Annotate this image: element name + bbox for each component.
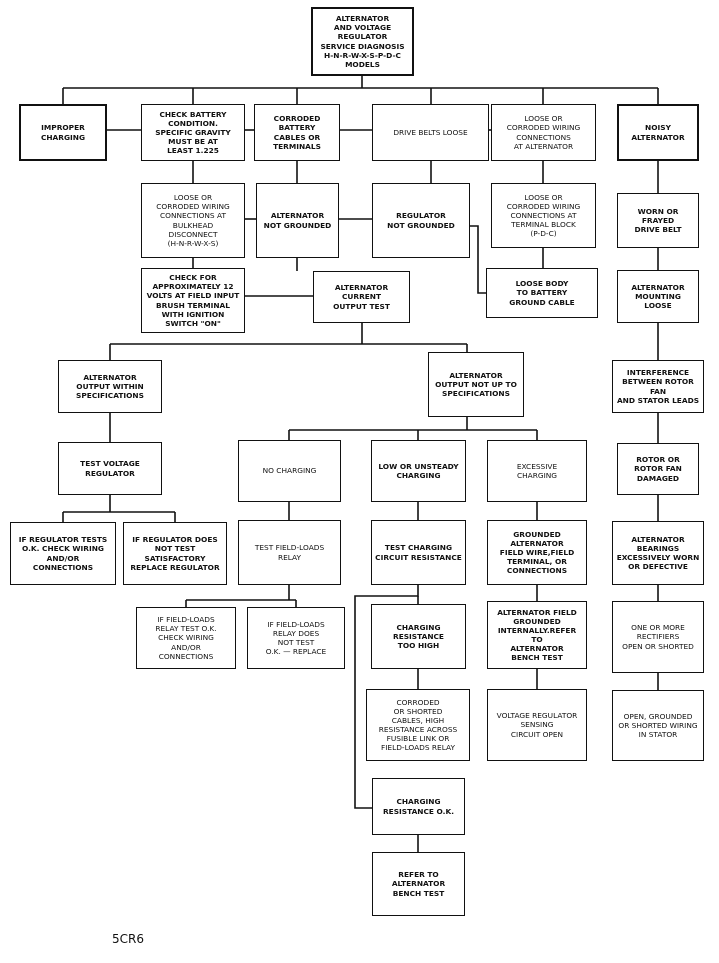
node-current-output-test: ALTERNATOR CURRENT OUTPUT TEST bbox=[313, 271, 410, 323]
node-regulator-not-satisfactory: IF REGULATOR DOES NOT TEST SATISFACTORY … bbox=[123, 522, 227, 585]
node-wiring-alternator: LOOSE OR CORRODED WIRING CONNECTIONS AT … bbox=[491, 104, 596, 161]
connector bbox=[470, 225, 486, 294]
node-bearings-worn: ALTERNATOR BEARINGS EXCESSIVELY WORN OR … bbox=[612, 521, 704, 585]
node-vr-sensing-open: VOLTAGE REGULATOR SENSING CIRCUIT OPEN bbox=[487, 689, 587, 761]
node-resistance-too-high: CHARGING RESISTANCE TOO HIGH bbox=[371, 604, 466, 669]
connector bbox=[354, 585, 419, 809]
node-test-circuit-resistance: TEST CHARGING CIRCUIT RESISTANCE bbox=[371, 520, 466, 585]
node-rectifiers-open-shorted: ONE OR MORE RECTIFIERS OPEN OR SHORTED bbox=[612, 601, 704, 673]
node-interference-rotor-stator: INTERFERENCE BETWEEN ROTOR FAN AND STATO… bbox=[612, 360, 704, 413]
node-corroded-shorted-cables: CORRODED OR SHORTED CABLES, HIGH RESISTA… bbox=[366, 689, 470, 761]
node-excessive-charging: EXCESSIVE CHARGING bbox=[487, 440, 587, 502]
node-bench-test: REFER TO ALTERNATOR BENCH TEST bbox=[372, 852, 465, 916]
node-grounded-field-wire: GROUNDED ALTERNATOR FIELD WIRE,FIELD TER… bbox=[487, 520, 587, 585]
node-test-voltage-regulator: TEST VOLTAGE REGULATOR bbox=[58, 442, 162, 495]
node-loose-body-ground: LOOSE BODY TO BATTERY GROUND CABLE bbox=[486, 268, 598, 318]
node-regulator-tests-ok: IF REGULATOR TESTS O.K. CHECK WIRING AND… bbox=[10, 522, 116, 585]
node-output-within-spec: ALTERNATOR OUTPUT WITHIN SPECIFICATIONS bbox=[58, 360, 162, 413]
node-corroded-cables: CORRODED BATTERY CABLES OR TERMINALS bbox=[254, 104, 340, 161]
node-check-battery: CHECK BATTERY CONDITION. SPECIFIC GRAVIT… bbox=[141, 104, 245, 161]
node-worn-belt: WORN OR FRAYED DRIVE BELT bbox=[617, 193, 699, 248]
node-noisy-alternator: NOISY ALTERNATOR bbox=[617, 104, 699, 161]
node-mounting-loose: ALTERNATOR MOUNTING LOOSE bbox=[617, 270, 699, 323]
node-regulator-not-grounded: REGULATOR NOT GROUNDED bbox=[372, 183, 470, 258]
node-stator-wiring: OPEN, GROUNDED OR SHORTED WIRING IN STAT… bbox=[612, 690, 704, 761]
node-no-charging: NO CHARGING bbox=[238, 440, 341, 502]
node-alternator-not-grounded: ALTERNATOR NOT GROUNDED bbox=[256, 183, 339, 258]
node-drive-belts-loose: DRIVE BELTS LOOSE bbox=[372, 104, 489, 161]
node-improper-charging: IMPROPER CHARGING bbox=[19, 104, 107, 161]
node-title: ALTERNATOR AND VOLTAGE REGULATOR SERVICE… bbox=[311, 7, 414, 76]
figure-label: 5CR6 bbox=[112, 932, 144, 946]
node-resistance-ok: CHARGING RESISTANCE O.K. bbox=[372, 778, 465, 835]
node-output-not-up-to-spec: ALTERNATOR OUTPUT NOT UP TO SPECIFICATIO… bbox=[428, 352, 524, 417]
node-check-12-volts: CHECK FOR APPROXIMATELY 12 VOLTS AT FIEL… bbox=[141, 268, 245, 333]
node-rotor-fan-damaged: ROTOR OR ROTOR FAN DAMAGED bbox=[617, 443, 699, 495]
node-relay-not-ok-replace: IF FIELD-LOADS RELAY DOES NOT TEST O.K. … bbox=[247, 607, 345, 669]
node-bulkhead-wiring: LOOSE OR CORRODED WIRING CONNECTIONS AT … bbox=[141, 183, 245, 258]
node-relay-test-ok: IF FIELD-LOADS RELAY TEST O.K. CHECK WIR… bbox=[136, 607, 236, 669]
node-field-grounded-internally: ALTERNATOR FIELD GROUNDED INTERNALLY.REF… bbox=[487, 601, 587, 669]
node-terminal-block-wiring: LOOSE OR CORRODED WIRING CONNECTIONS AT … bbox=[491, 183, 596, 248]
node-low-unsteady-charging: LOW OR UNSTEADY CHARGING bbox=[371, 440, 466, 502]
node-test-field-loads-relay: TEST FIELD-LOADS RELAY bbox=[238, 520, 341, 585]
